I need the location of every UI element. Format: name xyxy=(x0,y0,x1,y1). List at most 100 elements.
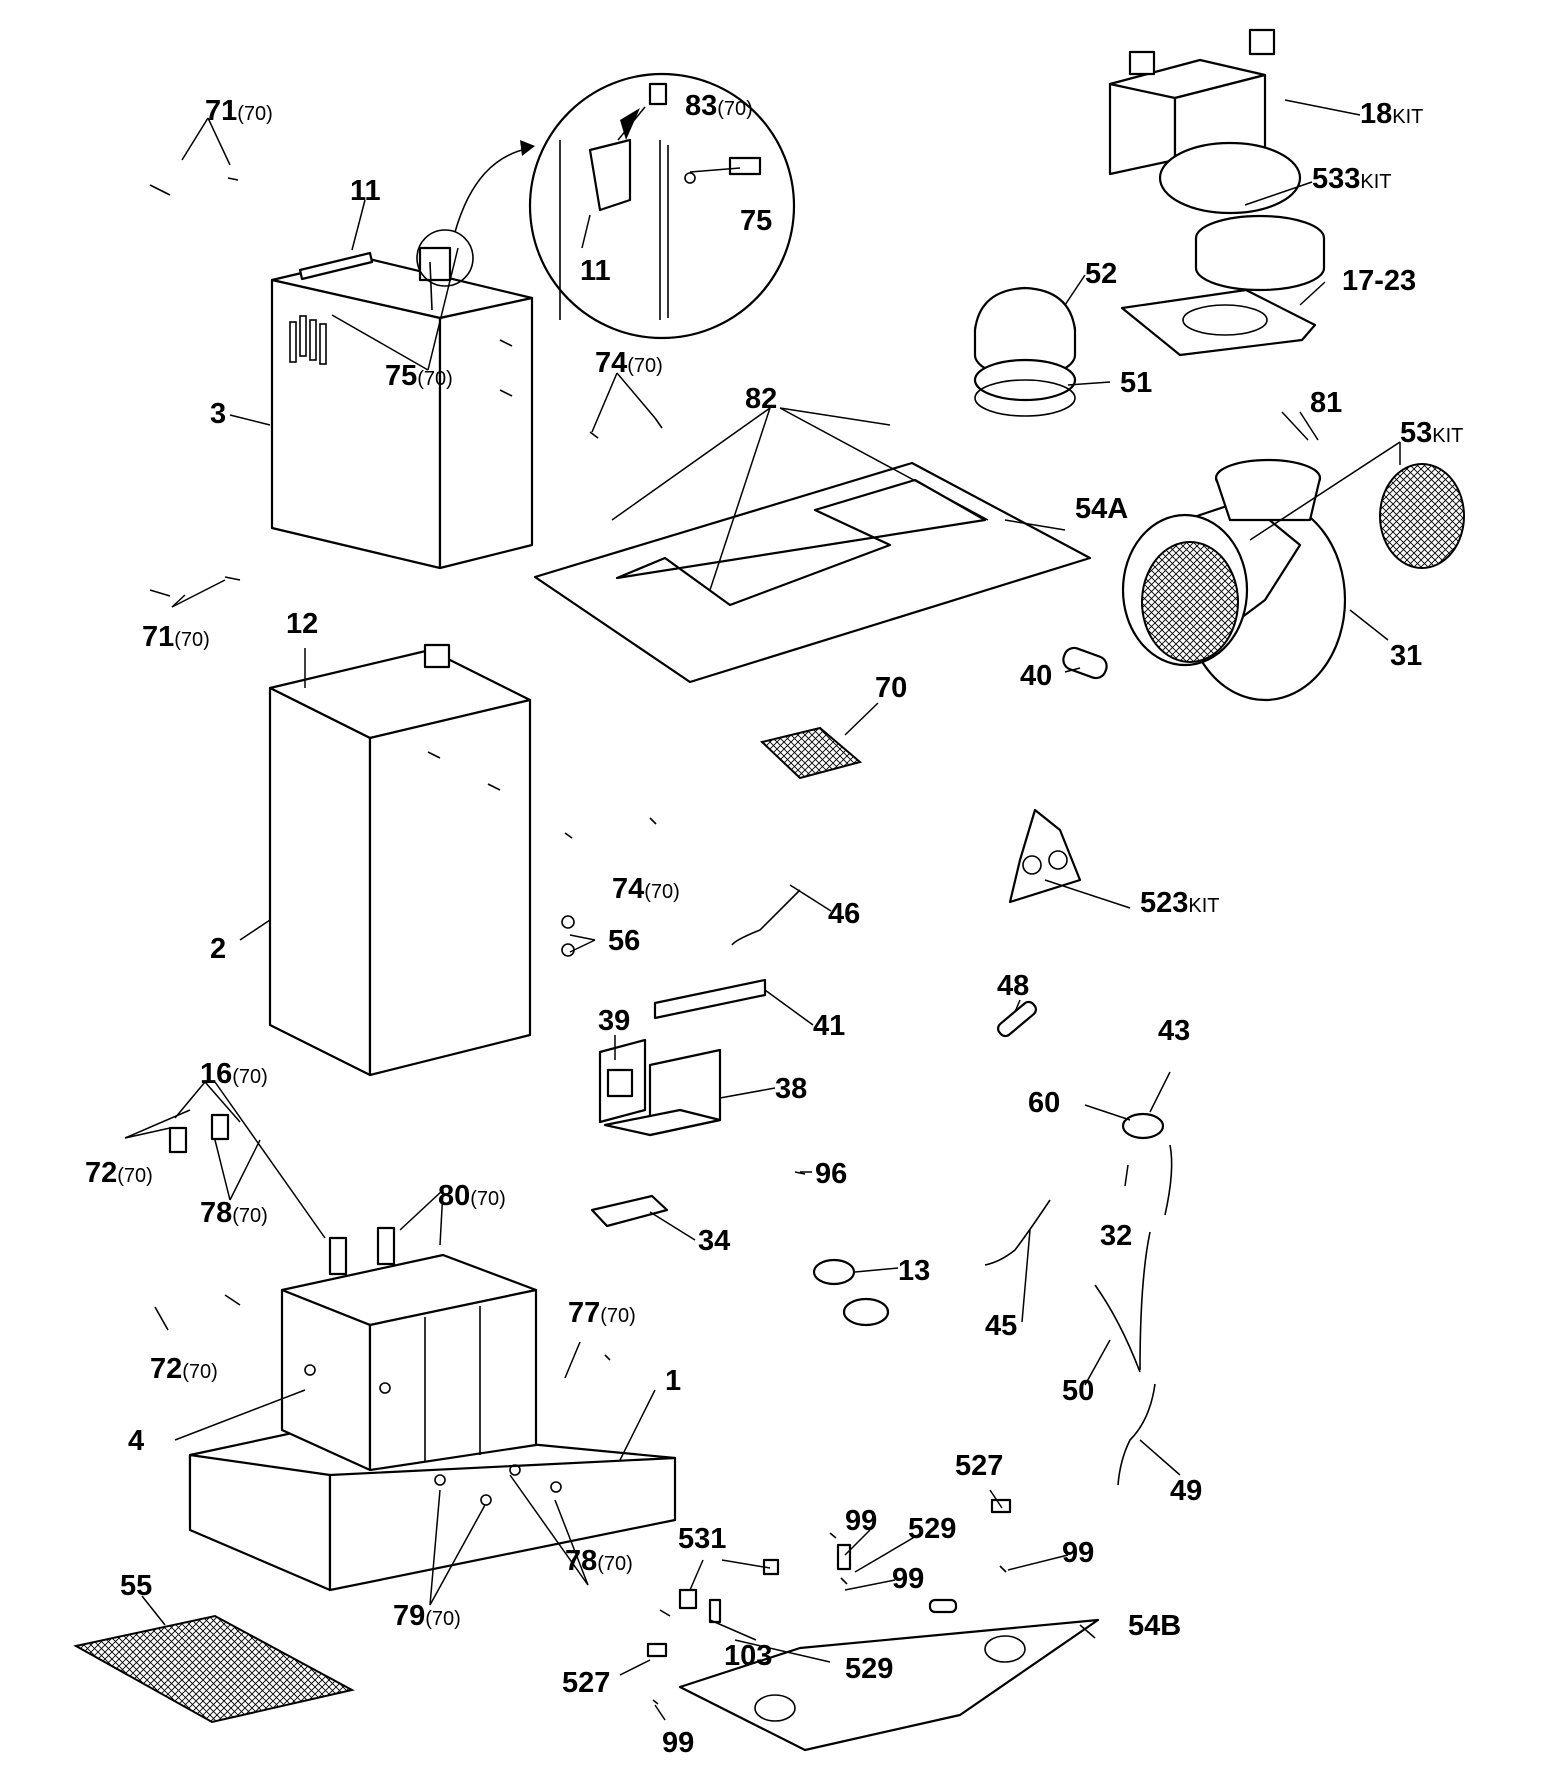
wire-harnesses xyxy=(731,889,1173,1486)
part-suffix: KIT xyxy=(1188,895,1219,917)
part-number: 78 xyxy=(200,1197,232,1229)
carbon-filter-left xyxy=(1141,541,1239,663)
part-label-p39: 39 xyxy=(598,1005,630,1037)
part-label-p16: 16(70) xyxy=(200,1058,268,1090)
part-label-p82: 82 xyxy=(745,383,777,415)
part-label-p529b: 529 xyxy=(845,1653,893,1685)
part-label-p78a: 78(70) xyxy=(200,1197,268,1229)
part-label-p11b: 11 xyxy=(580,255,611,287)
rings-13 xyxy=(812,1258,890,1327)
part-number: 78 xyxy=(565,1545,597,1577)
part-number: 54B xyxy=(1128,1610,1181,1642)
grease-filter-55 xyxy=(73,1614,355,1724)
part-label-p83: 83(70) xyxy=(685,90,753,122)
screws xyxy=(149,177,1007,1705)
part-suffix: KIT xyxy=(1432,425,1463,447)
part-number: 4 xyxy=(128,1425,144,1457)
part-label-p18: 18KIT xyxy=(1360,98,1423,130)
part-number: 83 xyxy=(685,90,717,122)
part-label-p17: 17-23 xyxy=(1342,265,1416,297)
part-number: 533 xyxy=(1312,163,1360,195)
part-suffix: (70) xyxy=(232,1205,268,1227)
part-label-p54a: 54A xyxy=(1075,493,1128,525)
part-label-p72a: 72(70) xyxy=(85,1157,153,1189)
part-number: 74 xyxy=(595,347,627,379)
collar-533 xyxy=(1194,214,1326,292)
part-label-p49: 49 xyxy=(1170,1475,1202,1507)
part-number: 16 xyxy=(200,1058,232,1090)
small-brackets xyxy=(168,1113,1012,1658)
part-label-p103: 103 xyxy=(724,1640,772,1672)
part-label-p12: 12 xyxy=(286,608,318,640)
part-label-p60: 60 xyxy=(1028,1087,1060,1119)
part-suffix: (70) xyxy=(417,368,453,390)
part-number: 2 xyxy=(210,933,226,965)
part-label-p51: 51 xyxy=(1120,367,1152,399)
part-suffix: (70) xyxy=(600,1305,636,1327)
control-panel-41 xyxy=(653,978,767,1020)
part-labels: 71(70)71(70)111183(70)7575(70)374(70)74(… xyxy=(85,90,1463,1759)
part-label-p531: 531 xyxy=(678,1523,726,1555)
part-number: 55 xyxy=(120,1570,152,1602)
part-label-p54b: 54B xyxy=(1128,1610,1181,1642)
part-suffix: (70) xyxy=(627,355,663,377)
part-label-p75a: 75 xyxy=(740,205,772,237)
detail-magnifier-circle xyxy=(528,72,796,340)
part-number: 60 xyxy=(1028,1087,1060,1119)
part-number: 81 xyxy=(1310,387,1342,419)
part-number: 50 xyxy=(1062,1375,1094,1407)
hood-canopy xyxy=(188,1423,677,1592)
part-label-p34: 34 xyxy=(698,1225,730,1257)
part-label-p50: 50 xyxy=(1062,1375,1094,1407)
part-number: 53 xyxy=(1400,417,1432,449)
light-bar-34 xyxy=(590,1194,669,1228)
part-number: 527 xyxy=(562,1667,610,1699)
part-number: 54A xyxy=(1075,493,1128,525)
part-number: 99 xyxy=(1062,1537,1094,1569)
part-suffix: (70) xyxy=(470,1188,506,1210)
part-number: 531 xyxy=(678,1523,726,1555)
part-number: 18 xyxy=(1360,98,1392,130)
part-label-p3: 3 xyxy=(210,398,226,430)
part-number: 82 xyxy=(745,383,777,415)
damper-52 xyxy=(973,286,1077,417)
part-number: 38 xyxy=(775,1073,807,1105)
part-label-p527b: 527 xyxy=(562,1667,610,1699)
part-label-p31: 31 xyxy=(1390,640,1422,672)
part-label-p53: 53KIT xyxy=(1400,417,1463,449)
part-number: 11 xyxy=(350,175,381,207)
ceiling-plate-54a xyxy=(533,461,1092,684)
plate-17-23 xyxy=(1120,288,1317,357)
part-label-p529a: 529 xyxy=(908,1513,956,1545)
carbon-filter-right xyxy=(1379,463,1465,569)
lamp-48 xyxy=(997,1000,1037,1038)
part-number: 40 xyxy=(1020,660,1052,692)
part-label-p38: 38 xyxy=(775,1073,807,1105)
lower-chimney-cover xyxy=(268,643,532,1077)
part-label-p52: 52 xyxy=(1085,258,1117,290)
part-number: 72 xyxy=(150,1353,182,1385)
part-number: 43 xyxy=(1158,1015,1190,1047)
part-label-p523: 523KIT xyxy=(1140,887,1220,919)
part-number: 99 xyxy=(892,1563,924,1595)
part-suffix: (70) xyxy=(425,1608,461,1630)
part-number: 56 xyxy=(608,925,640,957)
part-number: 79 xyxy=(393,1600,425,1632)
part-number: 17-23 xyxy=(1342,265,1416,297)
part-number: 99 xyxy=(662,1727,694,1759)
part-label-p79: 79(70) xyxy=(393,1600,461,1632)
part-suffix: KIT xyxy=(1392,106,1423,128)
part-label-p96: 96 xyxy=(815,1158,847,1190)
part-label-p72b: 72(70) xyxy=(150,1353,218,1385)
part-number: 99 xyxy=(845,1505,877,1537)
part-label-p527a: 527 xyxy=(955,1450,1003,1482)
upper-chimney-cover xyxy=(270,256,534,570)
part-label-p1: 1 xyxy=(665,1365,681,1397)
part-suffix: (70) xyxy=(117,1165,153,1187)
bottom-plate-54b xyxy=(678,1598,1100,1752)
part-number: 75 xyxy=(740,205,772,237)
part-suffix: (70) xyxy=(597,1553,633,1575)
part-number: 51 xyxy=(1120,367,1152,399)
part-label-p78b: 78(70) xyxy=(565,1545,633,1577)
part-number: 71 xyxy=(142,621,174,653)
